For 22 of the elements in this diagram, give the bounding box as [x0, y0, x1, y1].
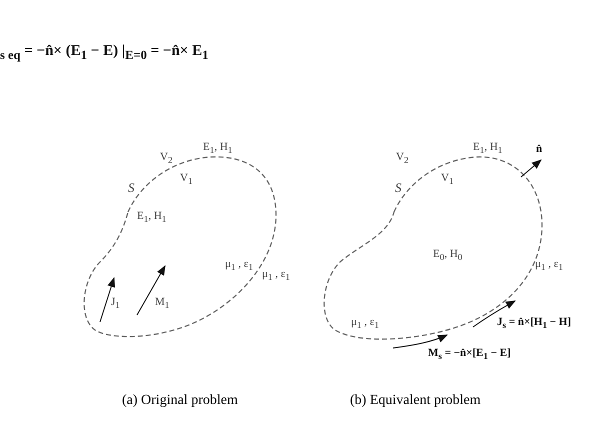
formula: $_{s eq}$ = −n̂× (E$_{1}$ − E) |$_{E=0}$ = −n̂× E$_{1}$ — [0, 42, 208, 63]
region-label: V$_{2}$ — [160, 151, 173, 166]
surface-label: S — [128, 180, 134, 196]
material-label: μ$_{1}$ , ε$_{1}$ — [351, 316, 379, 332]
material-label: μ$_{1}$ , ε$_{1}$ — [535, 258, 563, 274]
caption: (b) Equivalent problem — [350, 393, 481, 410]
material-label: μ$_{1}$ , ε$_{1}$ — [225, 258, 253, 274]
caption: (a) Original problem — [122, 393, 238, 410]
surface-label: S — [395, 180, 402, 196]
field-label: E$_{0}$, H$_{0}$ — [433, 248, 462, 264]
equation-label: J$_{s}$ = n̂×[H$_{1}$ − H] — [497, 316, 572, 332]
equation-label: M$_{s}$ = −n̂×[E$_{1}$ − E] — [428, 347, 511, 362]
normal-vector-label: n̂ — [536, 143, 542, 156]
field-label: E$_{1}$, H$_{1}$ — [473, 141, 502, 156]
field-label: E$_{1}$, H$_{1}$ — [203, 141, 232, 156]
field-label: E$_{1}$, H$_{1}$ — [137, 210, 166, 226]
region-label: V$_{2}$ — [396, 151, 409, 166]
region-label: V$_{1}$ — [180, 172, 193, 188]
current-label: M$_{1}$ — [155, 296, 170, 312]
current-label: J$_{1}$ — [111, 296, 120, 312]
region-label: V$_{1}$ — [441, 172, 454, 188]
material-label: μ$_{1}$ , ε$_{1}$ — [262, 268, 290, 284]
